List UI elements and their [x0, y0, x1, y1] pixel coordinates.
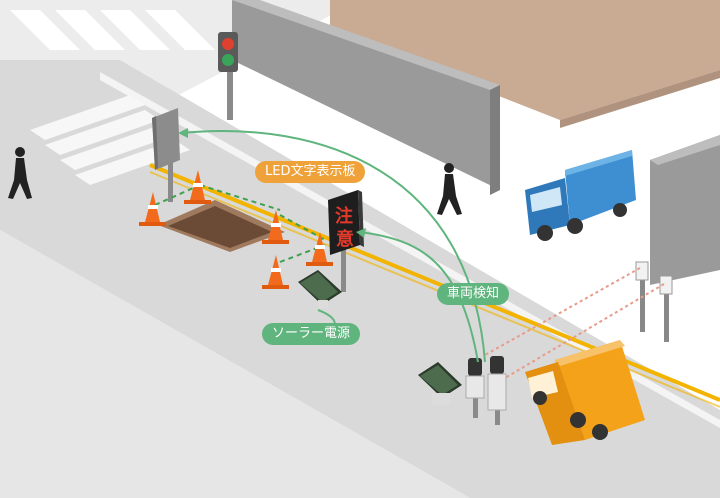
wall-middle — [232, 0, 500, 190]
traffic-cone — [306, 232, 333, 266]
callout-vehicle-detection: 車両検知 — [437, 283, 510, 305]
construction-pit — [158, 200, 285, 252]
laser-beams — [484, 267, 665, 379]
sidewalk — [0, 230, 470, 498]
solar-panel — [418, 362, 462, 405]
wall-right — [650, 135, 720, 285]
callout-solar-power: ソーラー電源 — [262, 323, 361, 345]
led-sign: 注 意 — [328, 190, 364, 292]
arrow-heads — [178, 128, 366, 238]
traffic-cone — [262, 255, 289, 289]
callout-led-display: LED文字表示板 — [255, 161, 366, 183]
traffic-cone — [139, 192, 166, 226]
orange-truck — [525, 340, 645, 445]
sign-board-left — [152, 108, 180, 202]
blue-truck — [525, 150, 636, 241]
pedestrian-left — [8, 147, 32, 199]
led-sign-char-1: 注 — [335, 205, 353, 227]
led-sign-char-2: 意 — [336, 228, 354, 250]
solar-panel — [298, 270, 342, 308]
traffic-light — [218, 32, 238, 120]
curb — [100, 72, 720, 428]
building-top — [330, 0, 720, 120]
pedestrian-middle — [437, 163, 462, 215]
crosswalk-top — [10, 10, 215, 50]
traffic-cone — [184, 170, 211, 204]
traffic-cone — [262, 210, 289, 244]
vehicle-detector — [487, 356, 507, 425]
vehicle-detector — [465, 358, 485, 418]
